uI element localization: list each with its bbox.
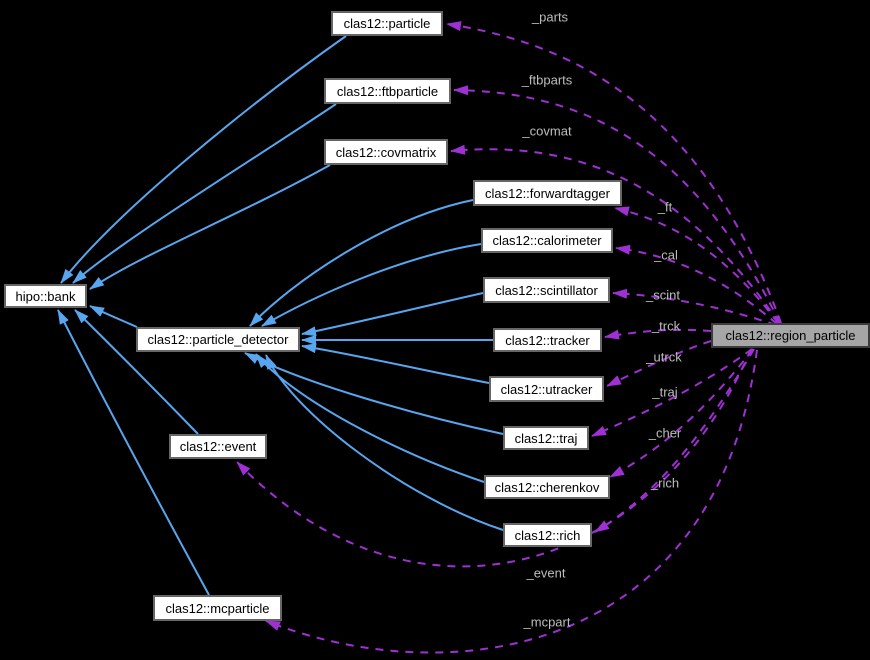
edge-usage-mcpart (265, 349, 758, 654)
edge-inheritance-covmatrix-to-bank (89, 164, 331, 290)
node-clas12-tracker[interactable]: clas12::tracker (493, 328, 602, 352)
edge-inheritance-event-to-bank (74, 309, 199, 435)
edge-inheritance-forwardtagger-to-particle-detector (249, 199, 474, 327)
edge-inheritance-cherenkov-to-particle-detector (255, 353, 485, 483)
edge-inheritance-rich-to-particle-detector (265, 354, 504, 531)
edge-inheritance-ftbparticle-to-bank (72, 103, 337, 284)
edge-inheritance-particle-detector-to-bank (89, 305, 138, 328)
edge-usage-utrck (606, 340, 712, 387)
node-clas12-forwardtagger[interactable]: clas12::forwardtagger (473, 180, 622, 206)
edge-usage-ft (614, 206, 779, 324)
node-clas12-scintillator[interactable]: clas12::scintillator (483, 277, 610, 303)
node-clas12-cherenkov[interactable]: clas12::cherenkov (484, 475, 610, 499)
node-clas12-traj[interactable]: clas12::traj (503, 426, 589, 450)
edge-label-covmat: _covmat (522, 123, 572, 139)
edge-label-cher: _cher (648, 425, 682, 441)
edge-label-utrck: _utrck (646, 349, 682, 365)
node-clas12-region-particle: clas12::region_particle (711, 323, 870, 348)
node-clas12-mcparticle[interactable]: clas12::mcparticle (153, 595, 282, 621)
edge-usage-parts (446, 21, 782, 324)
edge-label-mcpart: _mcpart (523, 614, 571, 630)
edge-usage-cal (615, 244, 778, 325)
node-hipo-bank[interactable]: hipo::bank (4, 284, 87, 308)
edge-inheritance-traj-to-particle-detector (244, 352, 504, 435)
node-clas12-utracker[interactable]: clas12::utracker (489, 376, 604, 402)
node-clas12-covmatrix[interactable]: clas12::covmatrix (324, 139, 448, 165)
edge-usage-covmat (450, 144, 780, 324)
edge-usage-scint (612, 288, 777, 326)
node-clas12-rich[interactable]: clas12::rich (503, 523, 592, 547)
node-clas12-particle[interactable]: clas12::particle (331, 11, 443, 36)
edge-usage-cher (609, 348, 754, 478)
edge-label-ft: _ft (657, 199, 673, 215)
node-clas12-particle-detector[interactable]: clas12::particle_detector (136, 327, 300, 352)
edge-label-rich: _rich (650, 475, 680, 491)
edge-usage-event (236, 348, 752, 568)
edge-usage-traj (591, 348, 753, 437)
edge-usage-trck (604, 328, 712, 340)
edge-label-scint: _scint (646, 287, 680, 303)
edge-inheritance-mcparticle-to-bank (57, 309, 210, 596)
node-clas12-calorimeter[interactable]: clas12::calorimeter (481, 228, 613, 253)
edge-label-parts: _parts (531, 9, 569, 25)
edge-label-trck: _trck (651, 318, 681, 334)
edge-label-cal: _cal (654, 247, 678, 263)
edge-inheritance-utracker-to-particle-detector (301, 343, 490, 384)
edge-usage-ftbparts (453, 85, 781, 324)
edge-label-event: _event (526, 565, 566, 581)
node-clas12-event[interactable]: clas12::event (169, 434, 267, 459)
edge-label-ftbparts: _ftbparts (521, 72, 573, 88)
node-clas12-ftbparticle[interactable]: clas12::ftbparticle (324, 78, 451, 104)
edge-inheritance-particle-to-bank (60, 35, 347, 284)
edge-label-traj: _traj (652, 384, 678, 400)
edge-inheritance-scintillator-to-particle-detector (301, 292, 484, 337)
edge-inheritance-calorimeter-to-particle-detector (261, 243, 482, 327)
